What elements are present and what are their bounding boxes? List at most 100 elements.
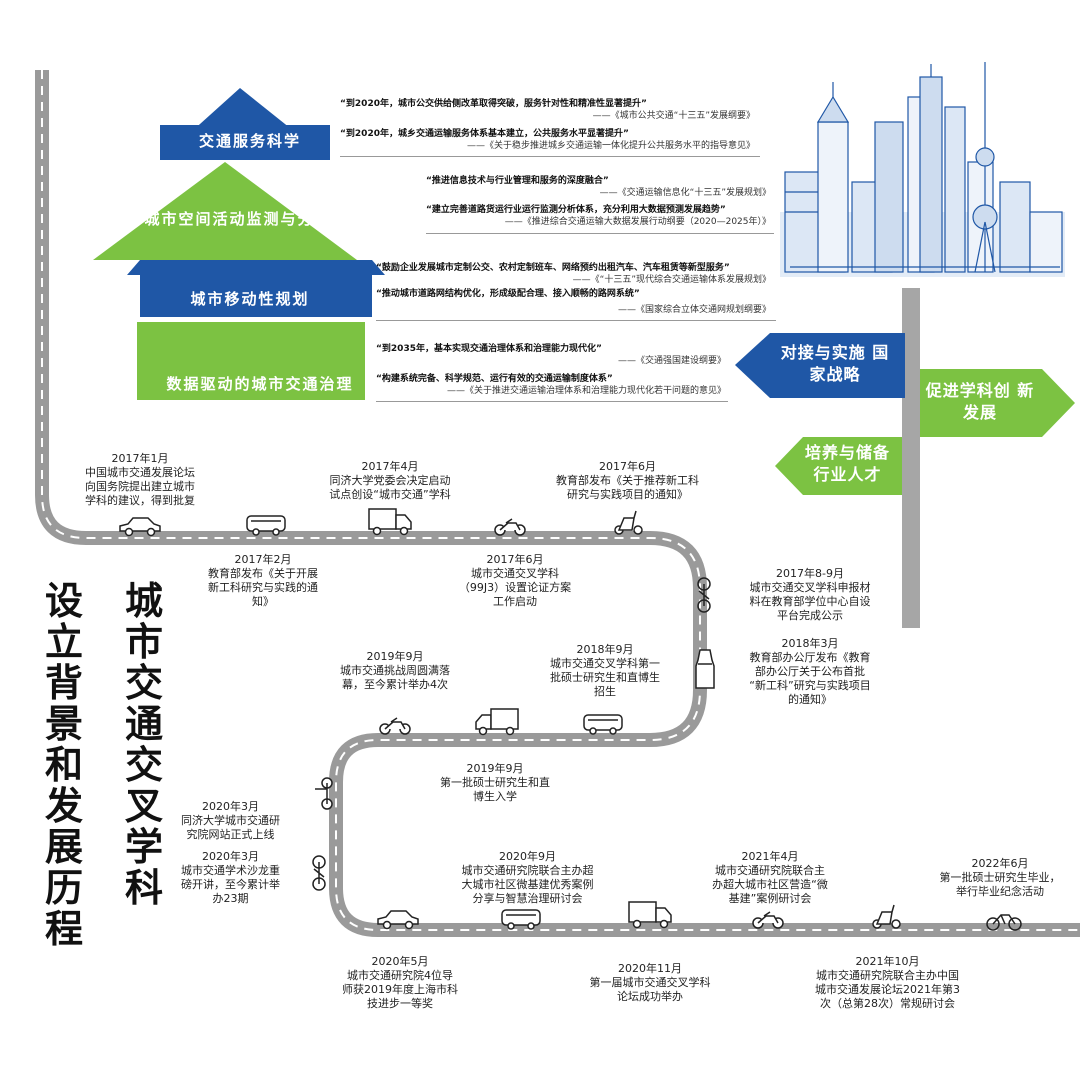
event-date: 2017年8-9月 xyxy=(776,567,844,580)
quote-3: “推进信息技术与行业管理和服务的深度融合” ——《交通运输信息化“十三五”发展规… xyxy=(426,175,771,199)
quote-source: ——《城市公共交通“十三五”发展纲要》 xyxy=(592,111,755,121)
quote-divider xyxy=(340,156,760,157)
event-text: 城市交通交叉学科第一 批硕士研究生和直博生 招生 xyxy=(550,657,660,698)
motorbike-icon xyxy=(494,518,526,536)
event-text: 第一批硕士研究生毕业， 举行毕业纪念活动 xyxy=(939,871,1061,898)
event-date: 2021年10月 xyxy=(855,955,920,968)
event-2021-04: 2021年4月城市交通研究院联合主 办超大城市社区营造“微 基建”案例研讨会 xyxy=(700,850,840,906)
quote-text: “建立完善道路货运行业运行监测分析体系，充分利用大数据预测发展趋势” xyxy=(426,205,726,215)
event-2020-03-b: 2020年3月城市交通学术沙龙重 磅开讲，至今累计举 办23期 xyxy=(168,850,293,906)
bicycle-icon xyxy=(697,577,711,613)
quote-2: “到2020年，城乡交通运输服务体系基本建立，公共服务水平显著提升” ——《关于… xyxy=(340,128,755,152)
event-date: 2017年2月 xyxy=(234,553,292,566)
event-text: 城市交通研究院4位导 师获2019年度上海市科 技进步一等奖 xyxy=(342,969,458,1010)
event-date: 2018年9月 xyxy=(576,643,634,656)
event-2017-01: 2017年1月中国城市交通发展论坛 向国务院提出建立城市 学科的建议，得到批复 xyxy=(65,452,215,508)
event-text: 教育部发布《关于开展 新工科研究与实践的通 知》 xyxy=(208,567,318,608)
sign-left-top xyxy=(735,333,905,398)
event-2020-05: 2020年5月城市交通研究院4位导 师获2019年度上海市科 技进步一等奖 xyxy=(330,955,470,1011)
quote-divider xyxy=(376,401,728,402)
event-text: 同济大学城市交通研 究院网站正式上线 xyxy=(181,814,280,841)
truck-icon xyxy=(628,901,672,929)
event-text: 中国城市交通发展论坛 向国务院提出建立城市 学科的建议，得到批复 xyxy=(85,466,195,507)
event-text: 城市交通交叉学科 （99J3）设置论证方案 工作启动 xyxy=(458,567,572,608)
event-date: 2020年3月 xyxy=(202,800,259,813)
event-2017-06-b: 2017年6月教育部发布《关于推荐新工科 研究与实践项目的通知》 xyxy=(535,460,720,502)
event-date: 2020年3月 xyxy=(202,850,259,863)
scooter-icon xyxy=(872,904,901,929)
event-2018-09: 2018年9月城市交通交叉学科第一 批硕士研究生和直博生 招生 xyxy=(530,643,680,699)
event-date: 2020年11月 xyxy=(618,962,682,975)
event-text: 城市交通研究院联合主办超 大城市社区微基建优秀案例 分享与智慧治理研讨会 xyxy=(461,864,594,905)
event-date: 2021年4月 xyxy=(741,850,799,863)
quote-divider xyxy=(376,320,776,321)
event-date: 2020年9月 xyxy=(499,850,556,863)
scooter-icon xyxy=(315,777,333,810)
event-2021-10: 2021年10月城市交通研究院联合主办中国 城市交通发展论坛2021年第3 次（… xyxy=(800,955,975,1011)
event-date: 2019年9月 xyxy=(466,762,524,775)
quote-4: “建立完善道路货运行业运行监测分析体系，充分利用大数据预测发展趋势” ——《推进… xyxy=(426,204,771,228)
quote-5: “鼓励企业发展城市定制公交、农村定制班车、网络预约出租汽车、汽车租赁等新型服务”… xyxy=(376,262,771,286)
tier-label-mobility: 城市移动性规划 xyxy=(190,290,310,308)
quote-6: “推动城市道路网结构优化，形成级配合理、接入顺畅的路网系统” xyxy=(376,288,771,300)
event-date: 2017年4月 xyxy=(361,460,419,473)
event-2020-03-a: 2020年3月同济大学城市交通研 究院网站正式上线 xyxy=(168,800,293,842)
quote-text: “推进信息技术与行业管理和服务的深度融合” xyxy=(426,176,609,186)
event-date: 2017年6月 xyxy=(599,460,656,473)
event-date: 2019年9月 xyxy=(366,650,424,663)
event-2017-04: 2017年4月同济大学党委会决定启动 试点创设“城市交通”学科 xyxy=(310,460,470,502)
title-text: 设立背景和发展历程 xyxy=(44,578,83,951)
bus-icon xyxy=(501,909,541,930)
sign-left-bottom-text: 培养与储备 行业人才 xyxy=(804,443,890,484)
quote-text: “构建系统完备、科学规范、运行有效的交通运输制度体系” xyxy=(376,374,613,384)
quote-text: “到2035年，基本实现交通治理体系和治理能力现代化” xyxy=(376,344,602,354)
event-text: 城市交通研究院联合主办中国 城市交通发展论坛2021年第3 次（总第28次）常规… xyxy=(815,969,960,1010)
quote-1: “到2020年，城市公交供给侧改革取得突破，服务针对性和精准性显著提升” ——《… xyxy=(340,98,755,122)
vertical-title-discipline: 城市交通交叉学科 xyxy=(122,580,166,908)
event-2017-08: 2017年8-9月城市交通交叉学科申报材 料在教育部学位中心自设 平台完成公示 xyxy=(730,567,890,623)
event-2019-09-a: 2019年9月城市交通挑战周圆满落 幕，至今累计举办4次 xyxy=(320,650,470,692)
event-date: 2017年6月 xyxy=(486,553,544,566)
roof-tier-2 xyxy=(93,162,357,260)
event-text: 教育部发布《关于推荐新工科 研究与实践项目的通知》 xyxy=(556,474,699,501)
event-text: 城市交通交叉学科申报材 料在教育部学位中心自设 平台完成公示 xyxy=(749,581,871,622)
event-text: 城市交通学术沙龙重 磅开讲，至今累计举 办23期 xyxy=(181,864,280,905)
quote-text: “推动城市道路网结构优化，形成级配合理、接入顺畅的路网系统” xyxy=(376,289,640,299)
bus-icon xyxy=(246,515,286,536)
discipline-house xyxy=(93,88,385,400)
wall-tier-4 xyxy=(137,322,365,400)
quote-source: ——《关于推进交通运输治理体系和治理能力现代化若干问题的意见》 xyxy=(446,386,726,396)
event-text: 城市交通研究院联合主 办超大城市社区营造“微 基建”案例研讨会 xyxy=(712,864,828,905)
quote-6-source: ——《国家综合立体交通网规划纲要》 xyxy=(376,304,771,316)
event-2017-06-a: 2017年6月城市交通交叉学科 （99J3）设置论证方案 工作启动 xyxy=(440,553,590,609)
event-2020-11: 2020年11月第一届城市交通交叉学科 论坛成功举办 xyxy=(570,962,730,1004)
quote-source: ——《关于稳步推进城乡交通运输一体化提升公共服务水平的指导意见》 xyxy=(466,141,755,151)
truck-icon xyxy=(475,708,519,736)
event-text: 城市交通挑战周圆满落 幕，至今累计举办4次 xyxy=(340,664,450,691)
quote-divider xyxy=(426,233,774,234)
scooter-icon xyxy=(614,510,643,535)
tier-label-governance: 数据驱动的城市交通治理 xyxy=(166,375,354,393)
sign-left-top-text: 对接与实施 国家战略 xyxy=(780,343,890,384)
quote-text: “鼓励企业发展城市定制公交、农村定制班车、网络预约出租汽车、汽车租赁等新型服务” xyxy=(376,263,730,273)
event-date: 2018年3月 xyxy=(781,637,839,650)
quote-source: ——《国家综合立体交通网规划纲要》 xyxy=(617,305,771,315)
bicycle-icon xyxy=(312,855,326,891)
car-icon xyxy=(695,649,715,689)
event-2022-06: 2022年6月第一批硕士研究生毕业， 举行毕业纪念活动 xyxy=(925,857,1075,899)
event-date: 2022年6月 xyxy=(971,857,1029,870)
sign-right xyxy=(920,369,1075,437)
quote-text: “到2020年，城乡交通运输服务体系基本建立，公共服务水平显著提升” xyxy=(340,129,629,139)
vertical-title-history: 设立背景和发展历程 xyxy=(42,580,86,949)
event-2018-03: 2018年3月教育部办公厅发布《教育 部办公厅关于公布首批 “新工科”研究与实践… xyxy=(730,637,890,707)
quote-8: “构建系统完备、科学规范、运行有效的交通运输制度体系” ——《关于推进交通运输治… xyxy=(376,373,726,397)
car-icon xyxy=(119,517,161,537)
event-text: 第一批硕士研究生和直 博生入学 xyxy=(440,776,550,803)
quote-source: ——《交通强国建设纲要》 xyxy=(617,356,726,366)
quote-7: “到2035年，基本实现交通治理体系和治理能力现代化” ——《交通强国建设纲要》 xyxy=(376,343,726,367)
city-skyline-illustration xyxy=(780,62,1065,277)
sign-left-bottom xyxy=(775,437,902,495)
event-date: 2020年5月 xyxy=(371,955,429,968)
car-icon xyxy=(377,910,419,930)
